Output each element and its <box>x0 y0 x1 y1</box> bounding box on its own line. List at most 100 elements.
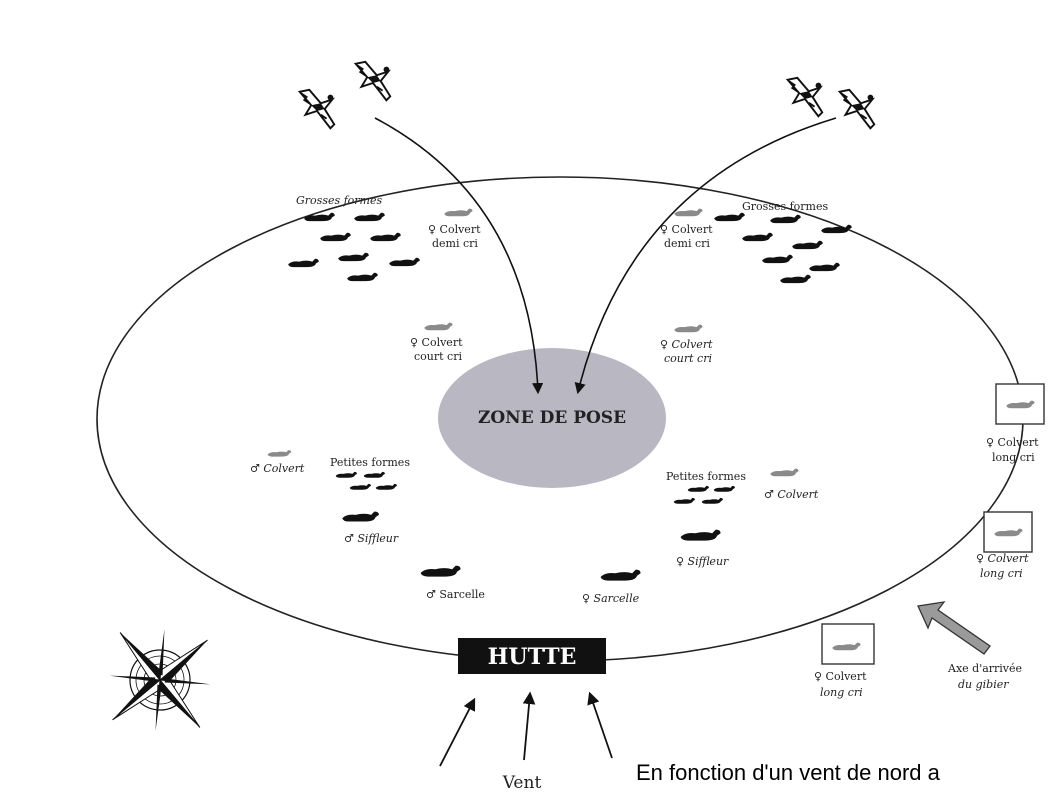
decoy-icon <box>770 214 801 224</box>
decoy-icon <box>347 272 378 282</box>
label-colvert-court-left: ♀ Colvert <box>410 336 463 349</box>
flying-duck-icon <box>298 88 336 130</box>
hut-label: HUTTE <box>488 644 577 670</box>
group-label-left-big: Grosses formes <box>296 194 383 207</box>
decoy-icon <box>267 450 292 457</box>
svg-text:♀ Colvert: ♀ Colvert <box>986 436 1039 449</box>
label-colvert-court-right-2: court cri <box>664 352 712 365</box>
decoy-icon <box>792 240 823 250</box>
svg-text:♀ Colvert: ♀ Colvert <box>428 223 481 236</box>
decoy-icon <box>304 212 335 222</box>
label-colvert-demi-right-2: demi cri <box>664 237 710 250</box>
decoy-icon <box>600 569 641 581</box>
label-colvert-court-right: ♀ Colvert <box>660 338 713 351</box>
svg-text:long cri: long cri <box>820 686 863 699</box>
wind-arrow-left <box>439 697 476 767</box>
svg-text:long cri: long cri <box>992 451 1035 464</box>
caller-box-2 <box>983 511 1033 553</box>
decoy-icon <box>389 257 420 267</box>
label-colvert-demi-left: ♀ Colvert <box>428 223 481 236</box>
svg-text:demi cri: demi cri <box>432 237 478 250</box>
decoy-icon <box>673 497 695 504</box>
label-colvert-demi-left-2: demi cri <box>432 237 478 250</box>
decoy-icon <box>713 485 735 492</box>
decoy-icon <box>674 208 703 217</box>
decoy-icon <box>780 274 811 284</box>
footer-caption: En fonction d'un vent de nord a <box>636 760 940 785</box>
decoy-icon <box>338 252 369 262</box>
label-sarcelle-left: ♂ Sarcelle <box>426 588 485 601</box>
flying-duck-icon <box>354 60 392 102</box>
flight-path-arrow-right <box>574 117 837 395</box>
label-caller-3-2: long cri <box>820 686 863 699</box>
label-colvert-demi-right: ♀ Colvert <box>660 223 713 236</box>
compass-rose-icon <box>109 629 211 731</box>
decoy-icon <box>349 483 371 490</box>
label-caller-1-2: long cri <box>992 451 1035 464</box>
svg-text:Axe d'arrivée: Axe d'arrivée <box>947 662 1022 675</box>
decoy-icon <box>354 212 385 222</box>
label-siffleur-right: ♀ Siffleur <box>676 555 729 568</box>
label-male-colvert-right: ♂ Colvert <box>764 488 819 501</box>
landing-zone-label: ZONE DE POSE <box>478 408 626 428</box>
svg-text:♀ Colvert: ♀ Colvert <box>976 552 1029 565</box>
label-sarcelle-right: ♀ Sarcelle <box>582 592 640 605</box>
label-colvert-court-left-2: court cri <box>414 350 462 363</box>
decoy-group-left-small <box>335 471 397 490</box>
decoy-icon <box>342 511 379 522</box>
svg-text:♀ Colvert: ♀ Colvert <box>814 670 867 683</box>
wind-arrow-center <box>522 691 536 761</box>
decoy-group-left-big <box>288 212 420 282</box>
label-caller-3: ♀ Colvert <box>814 670 867 683</box>
landing-zone <box>438 348 666 488</box>
svg-text:du gibier: du gibier <box>958 678 1009 691</box>
svg-text:long cri: long cri <box>980 567 1023 580</box>
svg-text:court cri: court cri <box>664 352 712 365</box>
svg-text:♀ Colvert: ♀ Colvert <box>660 223 713 236</box>
decoy-icon <box>687 485 709 492</box>
svg-text:court cri: court cri <box>414 350 462 363</box>
decoy-icon <box>444 208 473 217</box>
wind-arrow-right <box>587 691 613 759</box>
caller-box-3 <box>821 623 875 665</box>
decoy-icon <box>770 468 799 477</box>
decoy-icon <box>809 262 840 272</box>
decoy-group-right-small <box>673 485 735 504</box>
label-caller-2-2: long cri <box>980 567 1023 580</box>
group-label-right-big: Grosses formes <box>742 200 829 213</box>
group-label-left-small: Petites formes <box>330 456 410 469</box>
label-axe-arrivee-2: du gibier <box>958 678 1009 691</box>
decoy-icon <box>701 497 723 504</box>
decoy-icon <box>375 483 397 490</box>
hut-box <box>458 638 606 674</box>
decoy-icon <box>320 232 351 242</box>
label-male-colvert-left: ♂ Colvert <box>250 462 305 475</box>
svg-text:♀ Colvert: ♀ Colvert <box>660 338 713 351</box>
decoy-icon <box>762 254 793 264</box>
flying-duck-icon <box>786 76 824 118</box>
game-arrival-arrow <box>917 601 991 655</box>
caller-box-1 <box>995 383 1045 425</box>
svg-text:♀ Colvert: ♀ Colvert <box>410 336 463 349</box>
decoy-icon <box>714 212 745 222</box>
decoy-icon <box>424 322 453 331</box>
decoy-icon <box>370 232 401 242</box>
decoy-icon <box>821 224 852 234</box>
decoy-icon <box>680 529 721 541</box>
decoy-icon <box>674 324 703 333</box>
group-label-right-small: Petites formes <box>666 470 746 483</box>
flying-duck-icon <box>838 88 876 130</box>
label-axe-arrivee: Axe d'arrivée <box>947 662 1022 675</box>
label-caller-2: ♀ Colvert <box>976 552 1029 565</box>
wind-label: Vent <box>502 773 542 793</box>
decoy-icon <box>420 565 461 577</box>
flight-path-arrow-left <box>374 117 544 395</box>
decoy-icon <box>335 471 357 478</box>
decoy-icon <box>363 471 385 478</box>
decoy-icon <box>742 232 773 242</box>
decoy-icon <box>288 258 319 268</box>
label-siffleur-left: ♂ Siffleur <box>344 532 399 545</box>
label-caller-1: ♀ Colvert <box>986 436 1039 449</box>
svg-text:demi cri: demi cri <box>664 237 710 250</box>
